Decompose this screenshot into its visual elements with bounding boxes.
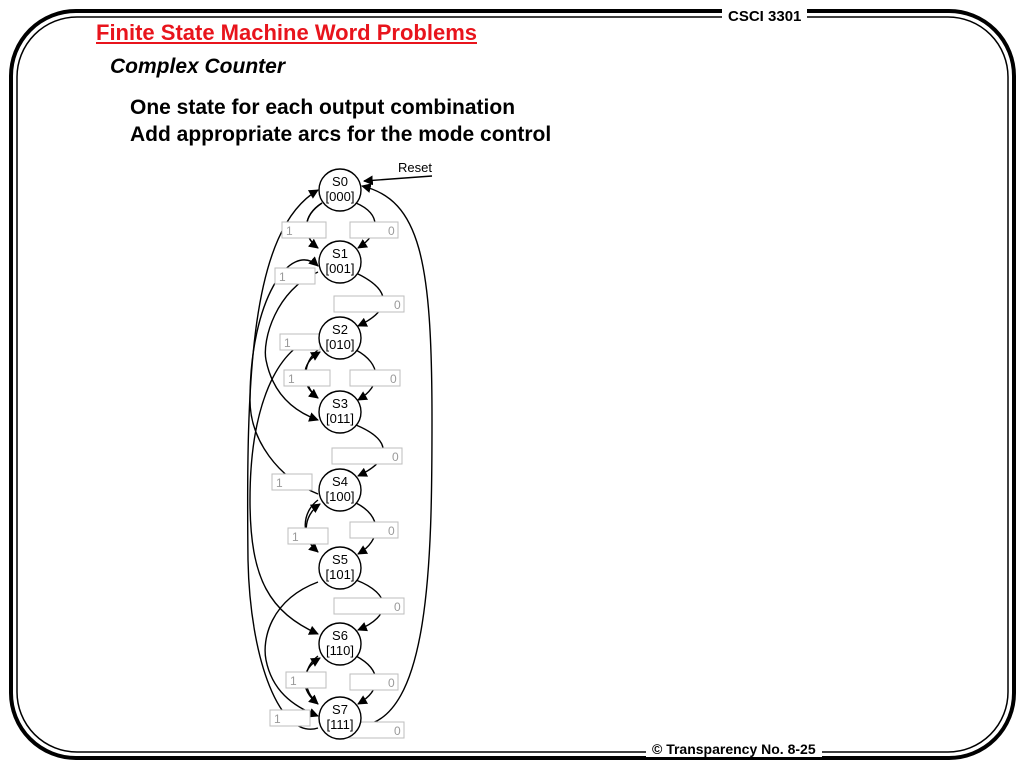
input-label-zero: 0	[333, 597, 405, 615]
state-circle	[318, 240, 362, 284]
svg-text:1: 1	[288, 372, 295, 386]
state-circle	[318, 468, 362, 512]
state-output: [001]	[326, 261, 355, 276]
input-label-one: 1	[281, 221, 327, 239]
input-label-one: 1	[287, 527, 329, 545]
svg-text:0: 0	[388, 224, 395, 238]
svg-text:0: 0	[388, 524, 395, 538]
state-name: S4	[332, 474, 348, 489]
svg-text:1: 1	[286, 224, 293, 238]
state-name: S1	[332, 246, 348, 261]
svg-text:1: 1	[276, 476, 283, 490]
state-circle	[318, 316, 362, 360]
state-name: S2	[332, 322, 348, 337]
input-label-one: 1	[274, 267, 316, 285]
input-label-one: 1	[279, 333, 321, 351]
state-name: S6	[332, 628, 348, 643]
svg-text:0: 0	[394, 600, 401, 614]
input-label-one: 1	[283, 369, 331, 387]
svg-text:0: 0	[388, 676, 395, 690]
input-label-one: 1	[285, 671, 327, 689]
state-circle	[318, 390, 362, 434]
svg-text:0: 0	[394, 724, 401, 738]
state-node-s6: S6[110]	[318, 622, 362, 666]
svg-text:1: 1	[274, 712, 281, 726]
svg-text:1: 1	[290, 674, 297, 688]
state-output: [101]	[326, 567, 355, 582]
state-output: [100]	[326, 489, 355, 504]
transition-arc	[249, 335, 319, 635]
state-node-s4: S4[100]	[318, 468, 362, 512]
input-label-zero: 0	[349, 521, 399, 539]
state-node-s7: S7[111]	[318, 696, 362, 740]
slide-title: Finite State Machine Word Problems	[96, 20, 477, 45]
state-name: S0	[332, 174, 348, 189]
input-label-one: 1	[271, 473, 313, 491]
reset-arrow	[363, 175, 433, 186]
svg-text:1: 1	[279, 270, 286, 284]
state-name: S3	[332, 396, 348, 411]
input-label-zero: 0	[349, 369, 401, 387]
state-name: S7	[332, 702, 348, 717]
state-output: [111]	[327, 717, 354, 732]
slide-subtitle: Complex Counter	[110, 55, 286, 78]
state-output: [000]	[326, 189, 355, 204]
svg-text:0: 0	[390, 372, 397, 386]
bullet-list: One state for each output combination Ad…	[130, 94, 551, 148]
state-circle	[318, 696, 362, 740]
reset-label: Reset	[398, 160, 432, 175]
state-circle	[318, 546, 362, 590]
svg-text:0: 0	[392, 450, 399, 464]
state-output: [110]	[326, 643, 354, 658]
transition-arc	[359, 183, 433, 727]
state-name: S5	[332, 552, 348, 567]
input-label-zero: 0	[333, 295, 405, 313]
bullet-item: Add appropriate arcs for the mode contro…	[130, 123, 552, 146]
input-label-one: 1	[269, 709, 311, 727]
svg-text:0: 0	[394, 298, 401, 312]
state-output: [010]	[326, 337, 355, 352]
state-node-s0: S0[000]	[318, 168, 362, 212]
transparency-number: © Transparency No. 8-25	[646, 741, 822, 757]
state-circle	[318, 622, 362, 666]
state-node-s1: S1[001]	[318, 240, 362, 284]
svg-text:1: 1	[284, 336, 291, 350]
course-code: CSCI 3301	[722, 8, 808, 25]
transition-arc	[246, 189, 319, 730]
transition-arc	[264, 271, 319, 422]
svg-text:1: 1	[292, 530, 299, 544]
input-label-zero: 0	[331, 447, 403, 465]
input-label-zero: 0	[349, 673, 399, 691]
state-node-s3: S3[011]	[318, 390, 362, 434]
state-circle	[318, 168, 362, 212]
input-label-zero: 0	[349, 221, 399, 239]
state-output: [011]	[326, 411, 354, 426]
state-node-s2: S2[010]	[318, 316, 362, 360]
bullet-item: One state for each output combination	[130, 96, 516, 119]
transition-arc	[264, 581, 319, 718]
state-node-s5: S5[101]	[318, 546, 362, 590]
